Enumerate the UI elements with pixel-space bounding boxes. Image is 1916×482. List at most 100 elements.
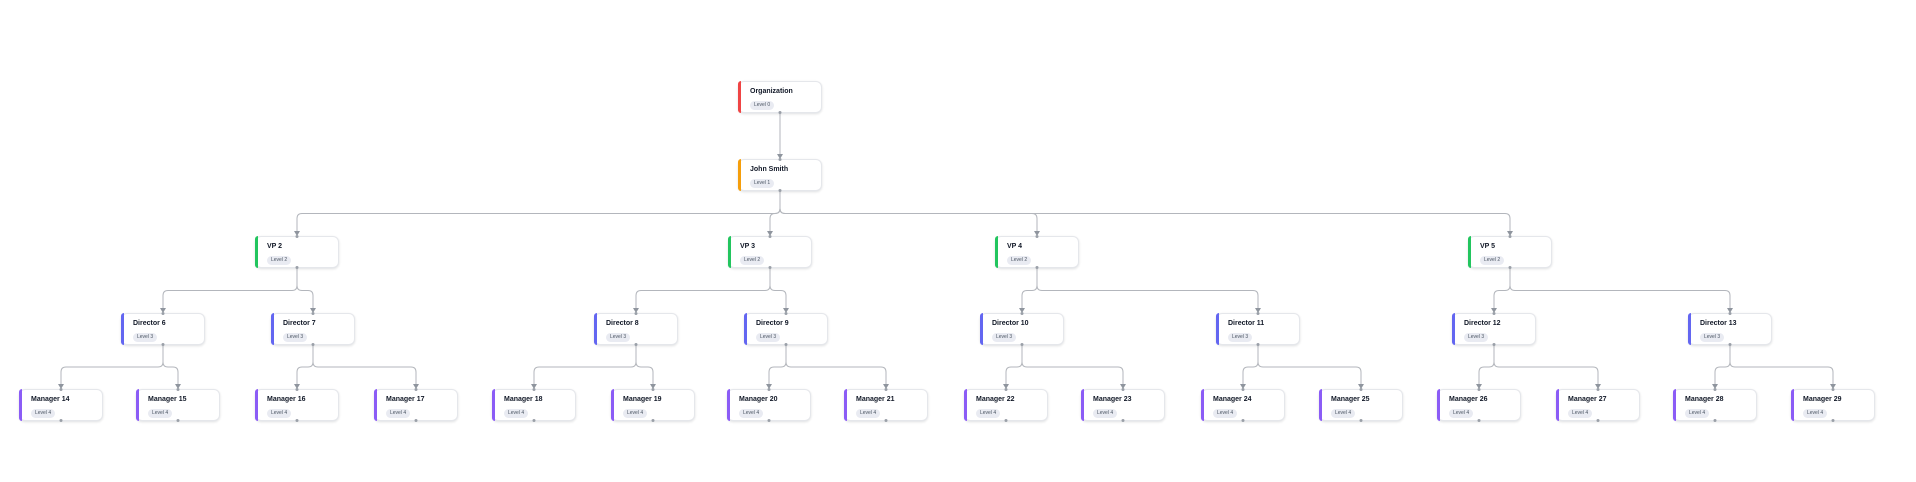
node-accent-bar bbox=[964, 389, 967, 421]
target-handle[interactable] bbox=[1831, 388, 1835, 391]
edge-d13-m29 bbox=[1729, 345, 1836, 389]
target-handle[interactable] bbox=[634, 312, 638, 315]
target-handle[interactable] bbox=[1004, 388, 1008, 391]
source-handle[interactable] bbox=[161, 343, 165, 346]
target-handle[interactable] bbox=[161, 312, 165, 315]
edge-arrowhead-icon bbox=[175, 384, 181, 389]
source-handle[interactable] bbox=[1359, 419, 1363, 422]
target-handle[interactable] bbox=[1713, 388, 1717, 391]
source-handle[interactable] bbox=[1477, 419, 1481, 422]
source-handle[interactable] bbox=[1831, 419, 1835, 422]
source-handle[interactable] bbox=[884, 419, 888, 422]
target-handle[interactable] bbox=[1508, 235, 1512, 238]
target-handle[interactable] bbox=[778, 158, 782, 161]
target-handle[interactable] bbox=[1020, 312, 1024, 315]
target-handle[interactable] bbox=[767, 388, 771, 391]
node-accent-bar bbox=[1081, 389, 1084, 421]
target-handle[interactable] bbox=[532, 388, 536, 391]
target-handle[interactable] bbox=[59, 388, 63, 391]
target-handle[interactable] bbox=[768, 235, 772, 238]
source-handle[interactable] bbox=[532, 419, 536, 422]
source-handle[interactable] bbox=[651, 419, 655, 422]
source-handle[interactable] bbox=[1121, 419, 1125, 422]
target-handle[interactable] bbox=[1256, 312, 1260, 315]
target-handle[interactable] bbox=[1477, 388, 1481, 391]
source-handle[interactable] bbox=[1004, 419, 1008, 422]
source-handle[interactable] bbox=[295, 266, 299, 269]
target-handle[interactable] bbox=[295, 388, 299, 391]
edge-arrowhead-icon bbox=[1120, 384, 1126, 389]
source-handle[interactable] bbox=[1256, 343, 1260, 346]
target-handle[interactable] bbox=[1728, 312, 1732, 315]
source-handle[interactable] bbox=[778, 111, 782, 114]
source-handle[interactable] bbox=[634, 343, 638, 346]
source-handle[interactable] bbox=[767, 419, 771, 422]
target-handle[interactable] bbox=[176, 388, 180, 391]
target-handle[interactable] bbox=[414, 388, 418, 391]
target-handle[interactable] bbox=[884, 388, 888, 391]
source-handle[interactable] bbox=[414, 419, 418, 422]
source-handle[interactable] bbox=[311, 343, 315, 346]
edge-d9-m20 bbox=[766, 345, 787, 389]
target-handle[interactable] bbox=[1359, 388, 1363, 391]
target-handle[interactable] bbox=[1121, 388, 1125, 391]
target-handle[interactable] bbox=[295, 235, 299, 238]
target-handle[interactable] bbox=[651, 388, 655, 391]
source-handle[interactable] bbox=[295, 419, 299, 422]
source-handle[interactable] bbox=[778, 189, 782, 192]
target-handle[interactable] bbox=[1241, 388, 1245, 391]
source-handle[interactable] bbox=[1596, 419, 1600, 422]
source-handle[interactable] bbox=[768, 266, 772, 269]
source-handle[interactable] bbox=[1492, 343, 1496, 346]
target-handle[interactable] bbox=[784, 312, 788, 315]
node-level-badge: Level 4 bbox=[976, 409, 1001, 418]
target-handle[interactable] bbox=[1035, 235, 1039, 238]
source-handle[interactable] bbox=[1035, 266, 1039, 269]
target-handle[interactable] bbox=[1492, 312, 1496, 315]
source-handle[interactable] bbox=[1508, 266, 1512, 269]
source-handle[interactable] bbox=[1241, 419, 1245, 422]
node-accent-bar bbox=[611, 389, 614, 421]
source-handle[interactable] bbox=[59, 419, 63, 422]
target-handle[interactable] bbox=[1596, 388, 1600, 391]
source-handle[interactable] bbox=[176, 419, 180, 422]
source-handle[interactable] bbox=[1713, 419, 1717, 422]
source-handle[interactable] bbox=[1728, 343, 1732, 346]
edge-arrowhead-icon bbox=[1003, 384, 1009, 389]
source-handle[interactable] bbox=[784, 343, 788, 346]
target-handle[interactable] bbox=[311, 312, 315, 315]
source-handle[interactable] bbox=[1020, 343, 1024, 346]
edge-arrowhead-icon bbox=[1019, 308, 1025, 313]
